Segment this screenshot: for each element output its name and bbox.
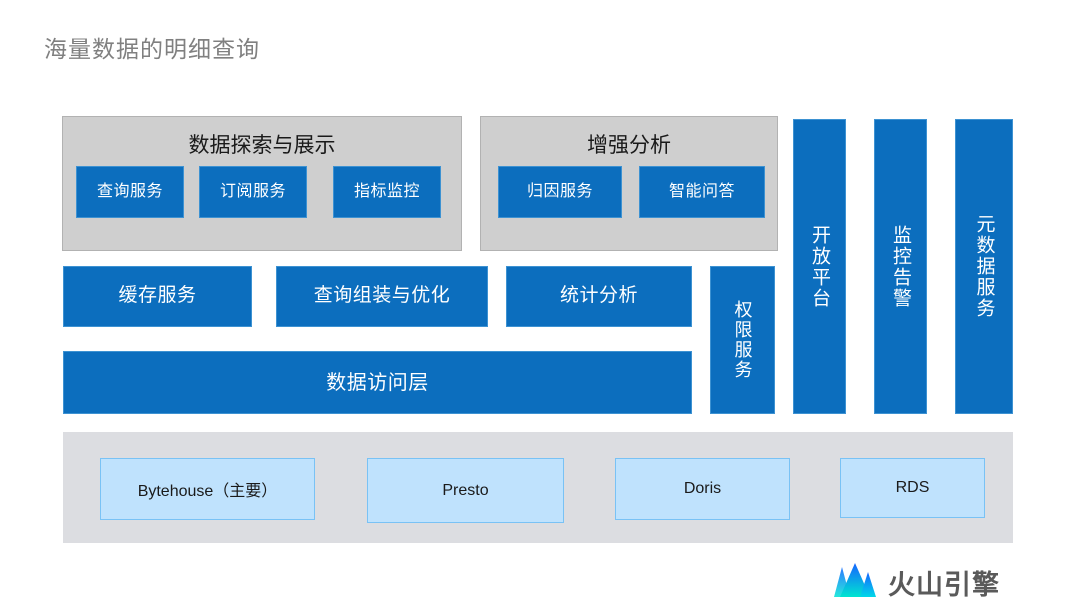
service-box-intelligent-qa[interactable]: 智能问答: [639, 166, 765, 218]
service-box-cache-service[interactable]: 缓存服务: [63, 266, 252, 327]
service-box-statistical-analysis[interactable]: 统计分析: [506, 266, 692, 327]
brand-logo: 火山引擎: [833, 563, 1000, 602]
side-column-open-platform[interactable]: 开放平台: [793, 119, 846, 414]
storage-engine-presto[interactable]: Presto: [367, 458, 564, 523]
service-box-attribution-service[interactable]: 归因服务: [498, 166, 622, 218]
volcano-mountain-icon: [833, 563, 877, 602]
page-title: 海量数据的明细查询: [44, 36, 260, 62]
service-column-auth-service[interactable]: 权限服务: [710, 266, 775, 414]
storage-engine-doris[interactable]: Doris: [615, 458, 790, 520]
service-box-metric-monitoring[interactable]: 指标监控: [333, 166, 441, 218]
service-box-query-service[interactable]: 查询服务: [76, 166, 184, 218]
side-column-metadata-service[interactable]: 元数据服务: [955, 119, 1013, 414]
storage-engine-rds[interactable]: RDS: [840, 458, 985, 518]
service-box-query-assembly-optimization[interactable]: 查询组装与优化: [276, 266, 488, 327]
data-access-layer-bar[interactable]: 数据访问层: [63, 351, 692, 414]
service-box-subscription-service[interactable]: 订阅服务: [199, 166, 307, 218]
group-title-augmented-analytics: 增强分析: [587, 134, 671, 157]
brand-logo-text: 火山引擎: [888, 570, 1000, 600]
storage-engine-bytehouse[interactable]: Bytehouse（主要）: [100, 458, 315, 520]
side-column-monitoring-alerting[interactable]: 监控告警: [874, 119, 927, 414]
group-title-data-exploration: 数据探索与展示: [188, 134, 336, 157]
